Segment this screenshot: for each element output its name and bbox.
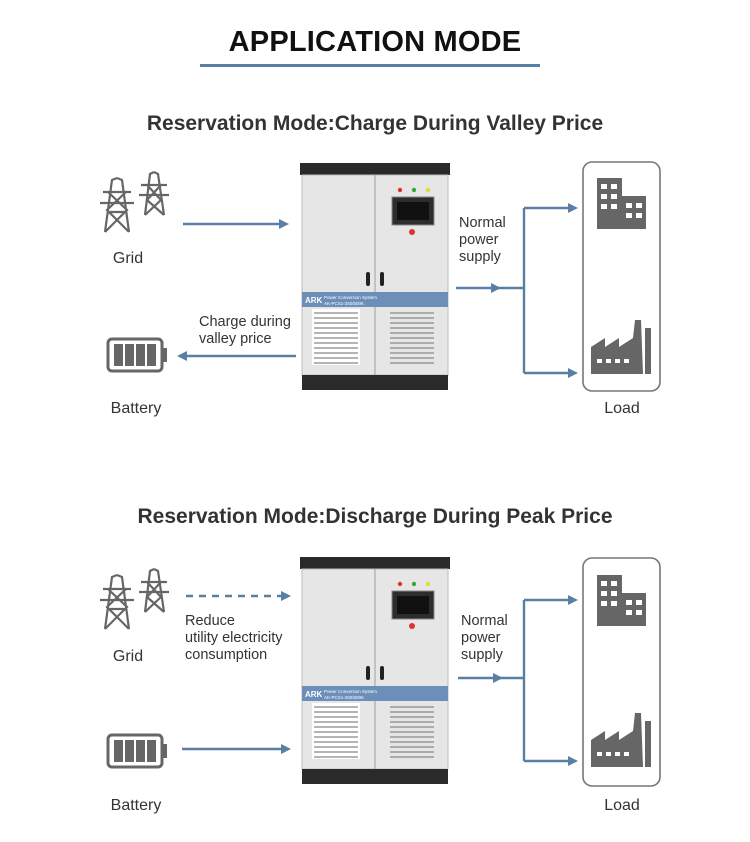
section-charge-valley: Reservation Mode:Charge During Valley Pr… <box>0 0 750 417</box>
cabinet-product-line: Power Conversion System <box>324 295 377 300</box>
pcs-cabinet <box>300 557 450 784</box>
office-building-icon <box>597 575 646 626</box>
factory-icon <box>591 320 651 374</box>
transmission-tower-icon <box>100 171 169 233</box>
load-split-lines <box>500 600 526 761</box>
battery-label: Battery <box>110 400 162 417</box>
section-heading: Reservation Mode:Charge During Valley Pr… <box>146 112 604 135</box>
load-label: Load <box>604 797 640 814</box>
cabinet-model: AK-PCS1-250/500K <box>324 301 364 306</box>
cabinet-brand: ARK <box>305 296 323 305</box>
battery-icon <box>106 337 167 373</box>
grid-reduce-note: Reduce utility electricity consumption <box>185 613 283 663</box>
cabinet-brand: ARK <box>305 690 323 699</box>
grid-label: Grid <box>112 648 144 665</box>
section-heading: Reservation Mode:Discharge During Peak P… <box>137 505 613 528</box>
load-label: Load <box>604 400 640 417</box>
battery-charge-note: Charge during valley price <box>199 314 291 347</box>
diagram-charge-valley: ARK Power Conversion System AK-PCS1-250/… <box>100 161 661 392</box>
section-discharge-peak: Reservation Mode:Discharge During Peak P… <box>0 395 750 814</box>
diagram-discharge-peak: ARK Power Conversion System AK-PCS1-250/… <box>100 557 661 787</box>
normal-supply-note: Normal power supply <box>461 613 508 663</box>
load-split-lines <box>498 208 526 373</box>
normal-supply-note: Normal power supply <box>459 215 506 265</box>
battery-label: Battery <box>110 797 162 814</box>
title-underline <box>200 64 540 67</box>
office-building-icon <box>597 178 646 229</box>
cabinet-model: AK-PCS1-250/500K <box>324 695 364 700</box>
cabinet-product-line: Power Conversion System <box>324 689 377 694</box>
load-box <box>582 557 661 787</box>
page-title: APPLICATION MODE <box>228 26 522 58</box>
battery-icon <box>106 733 167 769</box>
transmission-tower-icon <box>100 568 169 630</box>
grid-label: Grid <box>112 250 144 267</box>
factory-icon <box>591 713 651 767</box>
pcs-cabinet <box>300 163 450 390</box>
load-box <box>582 161 661 392</box>
